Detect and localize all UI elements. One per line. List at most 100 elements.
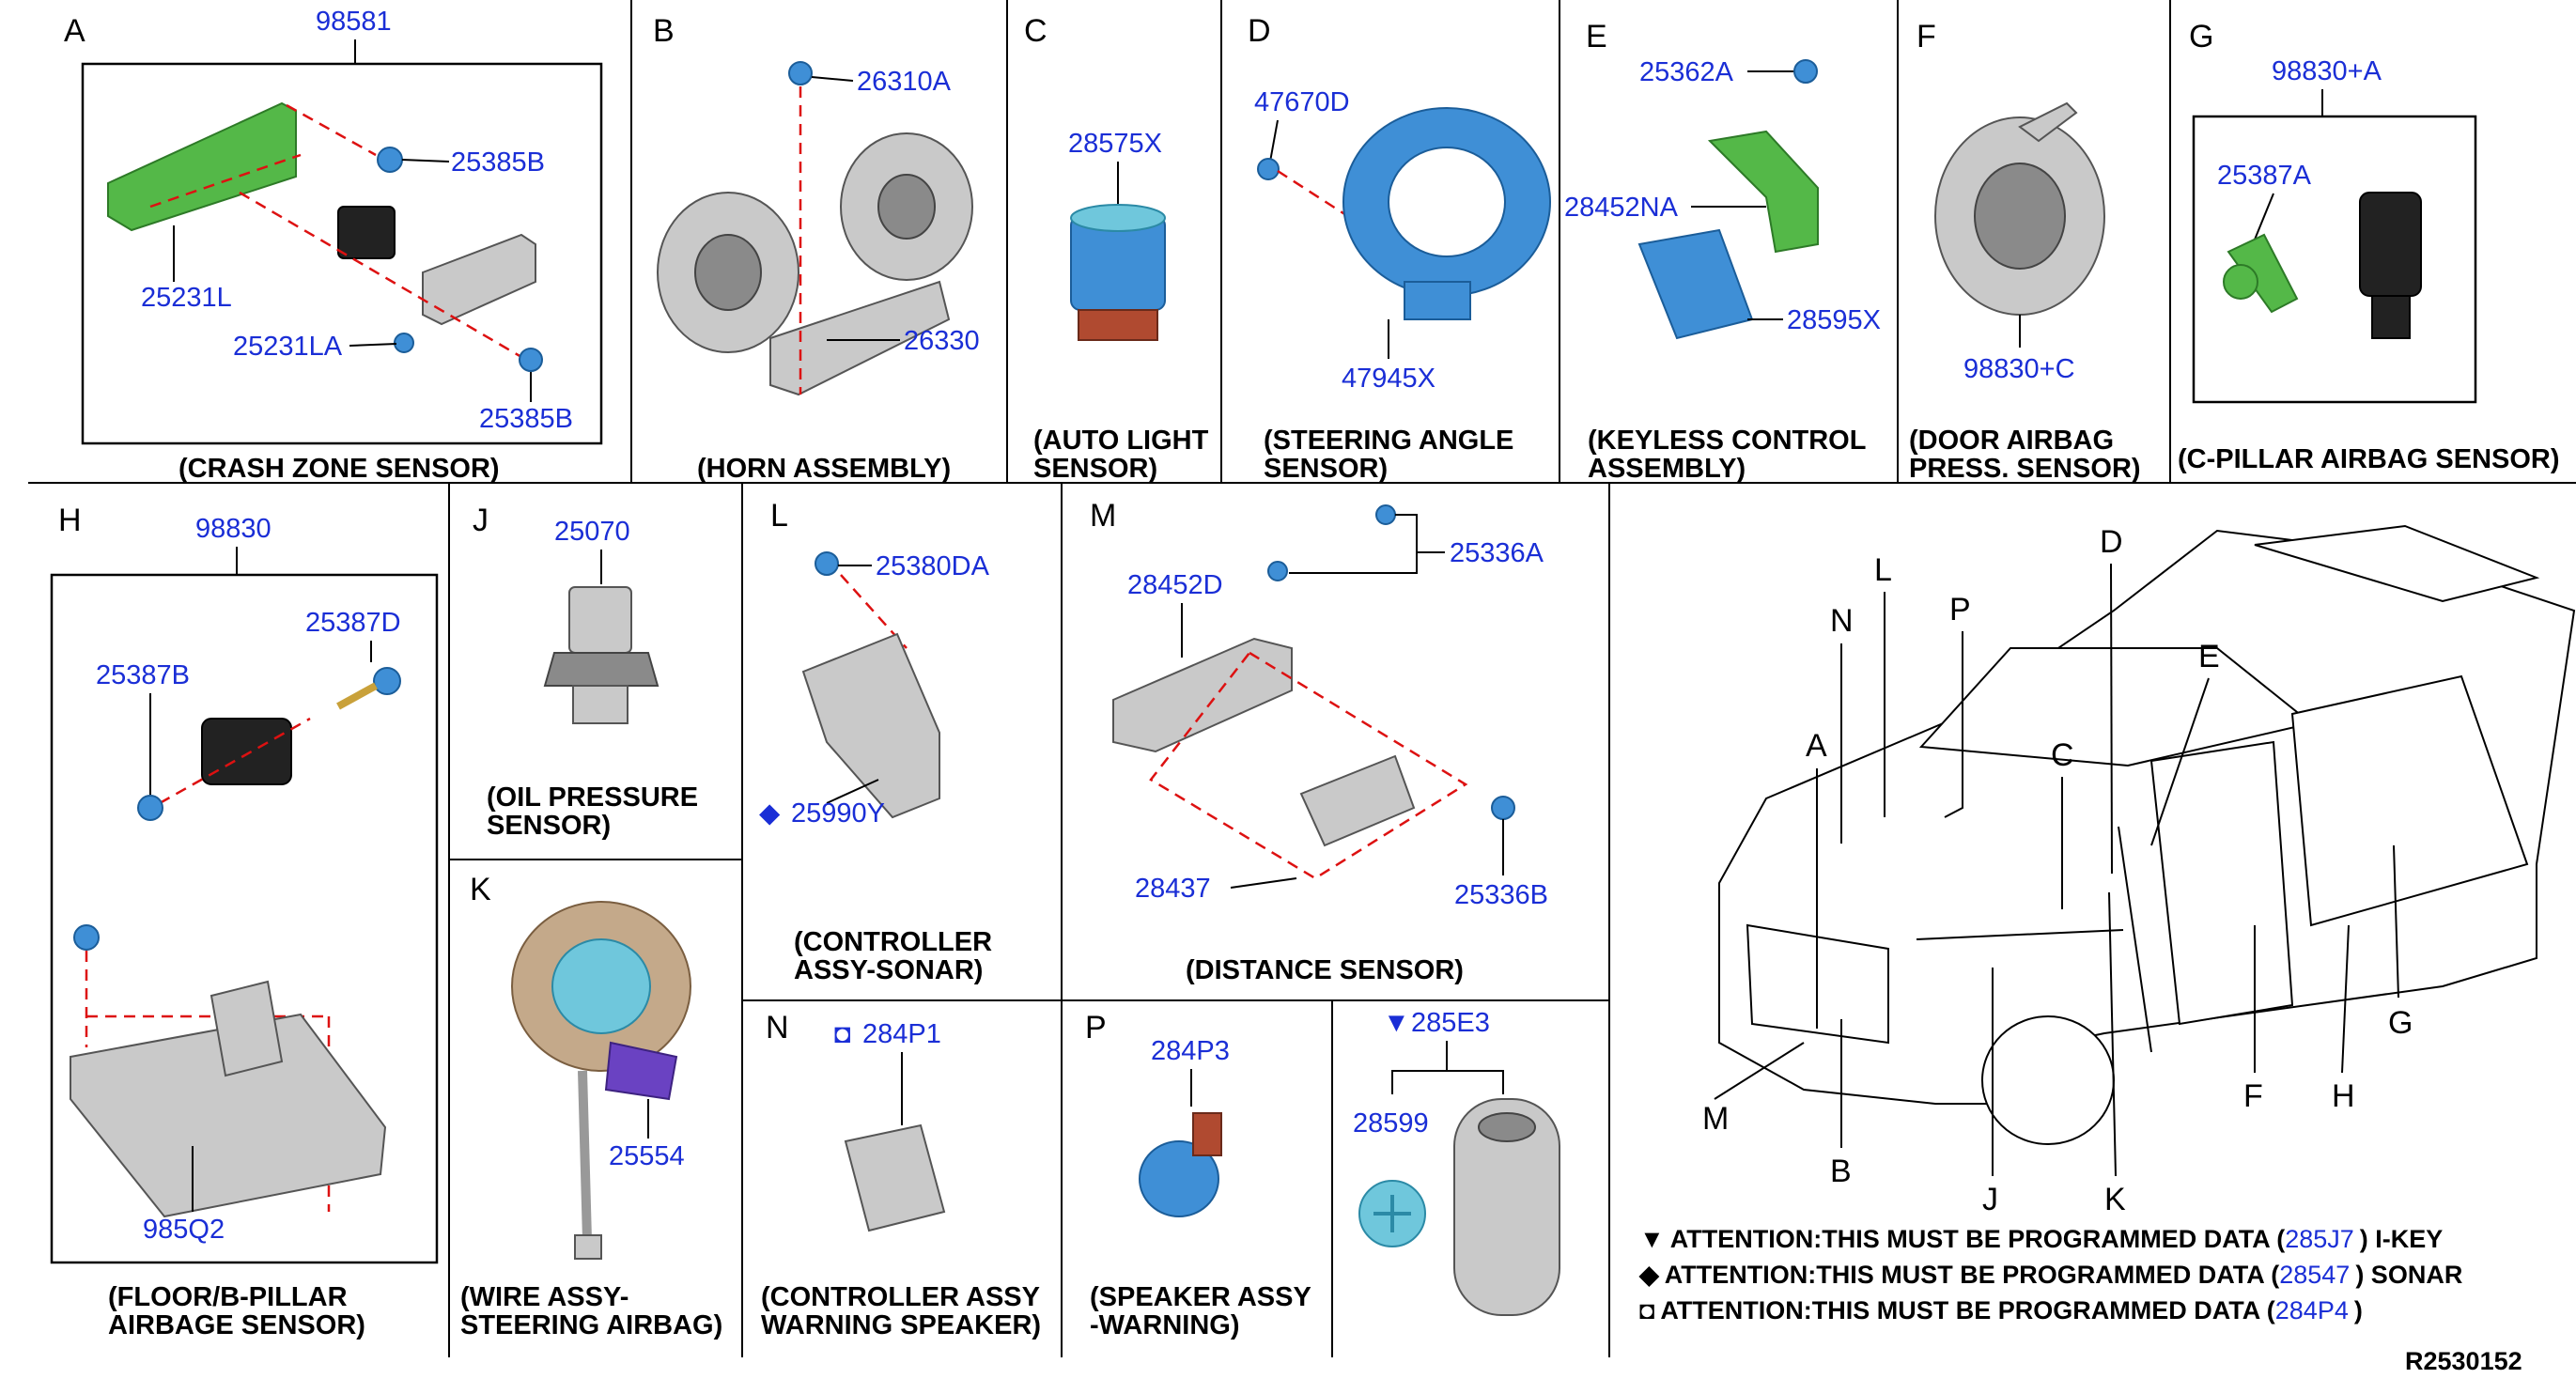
part-number: 28599 bbox=[1353, 1108, 1429, 1138]
section-letter-e: E bbox=[1586, 19, 1607, 54]
section-letter-g: G bbox=[2189, 19, 2213, 54]
section-caption: (DISTANCE SENSOR) bbox=[1186, 955, 1464, 985]
part-number: 285E3 bbox=[1411, 1008, 1490, 1038]
callout-letter: N bbox=[1830, 603, 1854, 639]
section-caption: (CONTROLLER ASSY bbox=[761, 1282, 1040, 1312]
callout-letter: H bbox=[2332, 1078, 2355, 1114]
section-m: M 25336A 28452D 28437 25336B (DISTANCE S… bbox=[1090, 498, 1548, 985]
section-caption: SENSOR) bbox=[1033, 454, 1157, 484]
callout-letter: J bbox=[1982, 1182, 1998, 1217]
section-h: H 98830 25387D 25387B 985Q2 (FLOOR/B-PIL… bbox=[50, 503, 439, 1340]
part-number: 985Q2 bbox=[143, 1215, 225, 1245]
section-letter-c: C bbox=[1024, 13, 1047, 49]
section-j: J 25070 (OIL PRESSURE SENSOR) bbox=[473, 503, 698, 841]
part-number: 25336A bbox=[1450, 538, 1544, 568]
section-l: L 25380DA ◆ 25990Y (CONTROLLER ASSY-SONA… bbox=[759, 498, 992, 985]
attention-note: ◆ATTENTION:THIS MUST BE PROGRAMMED DATA … bbox=[1638, 1261, 2462, 1289]
part-number: 25385B bbox=[451, 147, 545, 178]
part-number: 25231L bbox=[141, 283, 232, 313]
callout-letter: L bbox=[1874, 552, 1892, 588]
section-caption: ASSEMBLY) bbox=[1588, 454, 1746, 484]
part-number: 98830+C bbox=[1963, 354, 2075, 384]
part-number: 47670D bbox=[1254, 87, 1350, 117]
reference-code: R2530152 bbox=[2405, 1347, 2522, 1375]
section-caption: PRESS. SENSOR) bbox=[1909, 454, 2141, 484]
section-caption: SENSOR) bbox=[487, 811, 611, 841]
section-letter-j: J bbox=[473, 503, 489, 538]
vehicle-callouts: N L P D E A C M B J K F H G bbox=[1702, 524, 2413, 1217]
part-number: 284P3 bbox=[1151, 1036, 1230, 1066]
callout-letter: K bbox=[2104, 1182, 2126, 1217]
section-letter-k: K bbox=[470, 872, 491, 907]
callout-letter: F bbox=[2243, 1078, 2263, 1114]
section-letter-a: A bbox=[64, 13, 85, 49]
section-caption: WARNING SPEAKER) bbox=[761, 1310, 1041, 1340]
part-number: 25070 bbox=[554, 517, 630, 547]
section-caption: (OIL PRESSURE bbox=[487, 782, 698, 813]
marker-speaker: ◘ bbox=[834, 1019, 851, 1049]
section-e: E 25362A 28452NA 28595X (KEYLESS CONTROL… bbox=[1564, 19, 1881, 484]
part-number: 28452D bbox=[1127, 570, 1223, 600]
part-number: 28452NA bbox=[1564, 193, 1679, 223]
section-caption: ASSY-SONAR) bbox=[794, 955, 983, 985]
section-key: ▼ 285E3 28599 bbox=[1353, 1008, 1560, 1316]
section-b: B 26310A 26330 (HORN ASSEMBLY) bbox=[653, 13, 980, 484]
section-p: P 284P3 (SPEAKER ASSY -WARNING) bbox=[1085, 1010, 1311, 1340]
section-letter-b: B bbox=[653, 13, 675, 49]
part-number: 25385B bbox=[479, 404, 573, 434]
section-caption: (AUTO LIGHT bbox=[1033, 426, 1209, 456]
section-caption: AIRBAGE SENSOR) bbox=[108, 1310, 365, 1340]
callout-letter: E bbox=[2198, 639, 2220, 674]
section-caption: (WIRE ASSY- bbox=[460, 1282, 628, 1312]
section-caption: (HORN ASSEMBLY) bbox=[697, 454, 951, 484]
callout-letter: A bbox=[1806, 728, 1827, 764]
section-caption: -WARNING) bbox=[1090, 1310, 1239, 1340]
section-c: C 28575X (AUTO LIGHT SENSOR) bbox=[1024, 13, 1209, 484]
section-caption: SENSOR) bbox=[1264, 454, 1388, 484]
part-number: 25380DA bbox=[876, 551, 990, 581]
section-caption: STEERING AIRBAG) bbox=[460, 1310, 722, 1340]
section-caption: (FLOOR/B-PILLAR bbox=[108, 1282, 348, 1312]
part-number: 98830+A bbox=[2272, 56, 2382, 86]
section-caption: (CONTROLLER bbox=[794, 927, 992, 957]
part-number: 28595X bbox=[1787, 305, 1881, 335]
part-number: 25387B bbox=[96, 660, 190, 690]
part-number: 26330 bbox=[904, 326, 980, 356]
section-f: F 98830+C (DOOR AIRBAG PRESS. SENSOR) bbox=[1909, 19, 2141, 484]
section-caption: (STEERING ANGLE bbox=[1264, 426, 1513, 456]
attention-note: ◘ATTENTION:THIS MUST BE PROGRAMMED DATA … bbox=[1639, 1296, 2363, 1324]
callout-letter: G bbox=[2388, 1005, 2413, 1041]
callout-letter: C bbox=[2051, 737, 2074, 773]
callout-letter: M bbox=[1702, 1101, 1729, 1137]
marker-ikey: ▼ bbox=[1383, 1008, 1410, 1038]
section-caption: (SPEAKER ASSY bbox=[1090, 1282, 1311, 1312]
section-letter-d: D bbox=[1248, 13, 1271, 49]
section-letter-l: L bbox=[770, 498, 788, 534]
part-number: 98581 bbox=[316, 7, 392, 37]
part-number: 25990Y bbox=[791, 798, 885, 829]
section-caption: (KEYLESS CONTROL bbox=[1588, 426, 1866, 456]
section-caption: (CRASH ZONE SENSOR) bbox=[178, 454, 500, 484]
grid-lines bbox=[28, 0, 2576, 1357]
part-number: 26310A bbox=[857, 67, 952, 97]
section-d: D 47670D 47945X (STEERING ANGLE SENSOR) bbox=[1248, 13, 1551, 484]
section-letter-h: H bbox=[58, 503, 82, 538]
section-k: K 25554 (WIRE ASSY- STEERING AIRBAG) bbox=[460, 872, 722, 1340]
attention-notes: ▼ATTENTION:THIS MUST BE PROGRAMMED DATA … bbox=[1638, 1225, 2522, 1375]
callout-letter: D bbox=[2100, 524, 2123, 560]
part-number: 25362A bbox=[1639, 57, 1734, 87]
section-n: N ◘ 284P1 (CONTROLLER ASSY WARNING SPEAK… bbox=[761, 1010, 1041, 1340]
section-letter-p: P bbox=[1085, 1010, 1107, 1046]
part-number: 25554 bbox=[609, 1141, 685, 1171]
part-number: 25387A bbox=[2217, 161, 2312, 191]
section-letter-n: N bbox=[766, 1010, 789, 1046]
section-g: G 98830+A 25387A (C-PILLAR AIRBAG SENSOR… bbox=[2178, 19, 2560, 474]
part-number: 98830 bbox=[195, 514, 272, 544]
section-a: A 98581 25385B 25231L 25231LA 25385B (CR… bbox=[64, 7, 603, 484]
section-caption: (C-PILLAR AIRBAG SENSOR) bbox=[2178, 444, 2560, 474]
part-number: 47945X bbox=[1342, 364, 1435, 394]
vehicle-illustration bbox=[1718, 524, 2576, 1145]
attention-note: ▼ATTENTION:THIS MUST BE PROGRAMMED DATA … bbox=[1639, 1225, 2443, 1253]
marker-sonar: ◆ bbox=[759, 798, 781, 829]
